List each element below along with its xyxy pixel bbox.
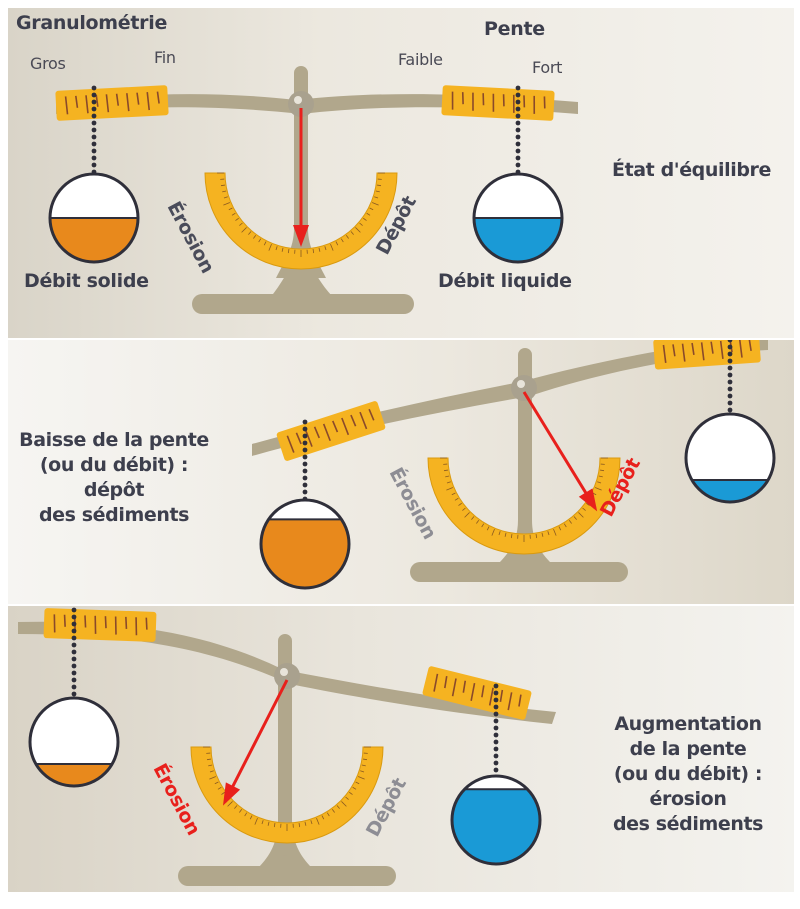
water-weight	[684, 412, 776, 504]
slope-min-label: Faible	[398, 50, 443, 69]
caption-line: Augmentation	[614, 713, 762, 735]
chain-right	[727, 340, 733, 413]
caption-line: des sédiments	[38, 504, 190, 526]
water-weight	[450, 774, 542, 866]
sediment-level	[30, 764, 118, 786]
granulometry-title: Granulométrie	[16, 12, 168, 34]
caption-line: État d'équilibre	[612, 159, 772, 181]
ruler-slope	[653, 340, 761, 370]
water-level	[686, 480, 774, 502]
ruler-granulometry	[276, 401, 386, 461]
needle-shaft	[223, 679, 289, 803]
balance-increase	[18, 607, 556, 886]
ruler-granulometry	[43, 608, 157, 642]
caption-line: Baisse de la pente	[19, 429, 209, 451]
sediment-weight	[28, 696, 120, 788]
balance-decrease	[252, 340, 776, 590]
gauge-arc	[204, 172, 398, 270]
sediment-weight	[259, 498, 351, 590]
ruler-slope	[441, 85, 555, 121]
balance-equilibrium	[48, 66, 578, 314]
chain-right	[515, 85, 521, 175]
panel-equilibrium: Granulométrie Gros Fin Pente Faible Fort…	[8, 8, 794, 338]
solid-discharge-label: Débit solide	[24, 270, 149, 292]
granulometry-min-label: Gros	[30, 54, 66, 73]
chain-left	[302, 419, 308, 502]
caption-equilibrium: État d'équilibre	[612, 158, 771, 183]
granulometry-max-label: Fin	[154, 48, 176, 67]
caption-line: dépôt	[83, 479, 145, 501]
needle-arrow	[522, 391, 598, 512]
caption-increase: Augmentation de la pente (ou du débit) :…	[588, 712, 788, 837]
balance-beam	[252, 340, 768, 456]
needle-head	[293, 225, 309, 247]
chain-right	[493, 683, 499, 773]
pivot	[274, 663, 300, 689]
chain-left	[71, 607, 77, 697]
needle-arrow	[222, 679, 289, 806]
caption-line: érosion	[649, 788, 727, 810]
caption-decrease: Baisse de la pente (ou du débit) : dépôt…	[14, 428, 214, 528]
needle-arrow	[293, 108, 309, 247]
ruler-slope	[422, 666, 532, 720]
slope-title: Pente	[484, 18, 545, 40]
needle-head	[578, 488, 598, 512]
slope-max-label: Fort	[532, 58, 563, 77]
panel-increase-slope: Érosion Dépôt Augmentation de la pente (…	[8, 606, 794, 892]
pivot	[288, 91, 314, 117]
panel-decrease-slope: Érosion Dépôt Baisse de la pente (ou du …	[8, 340, 794, 604]
caption-line: de la pente	[629, 738, 747, 760]
needle-head	[222, 782, 241, 806]
caption-line: des sédiments	[612, 813, 764, 835]
caption-line: (ou du débit) :	[613, 763, 763, 785]
ruler-granulometry	[55, 85, 169, 121]
caption-line: (ou du débit) :	[39, 454, 189, 476]
chain-left	[91, 85, 97, 175]
needle-shaft	[522, 391, 597, 509]
sediment-level	[261, 519, 349, 588]
liquid-discharge-label: Débit liquide	[438, 270, 572, 292]
pivot	[511, 375, 537, 401]
